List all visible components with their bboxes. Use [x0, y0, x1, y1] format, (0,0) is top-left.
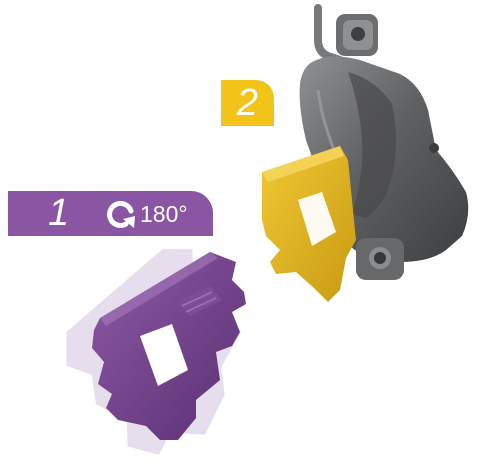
- step-2-number: 2: [221, 81, 274, 125]
- step-2-badge: 2: [221, 80, 274, 126]
- step-1-number: 1: [48, 193, 69, 233]
- rotation-degrees-label: 180°: [140, 200, 188, 228]
- purple-spacer: [92, 252, 246, 440]
- rotate-arrow-icon: [104, 197, 138, 231]
- step-1-banner: 1 180°: [8, 191, 213, 236]
- yellow-spacer: [262, 146, 356, 302]
